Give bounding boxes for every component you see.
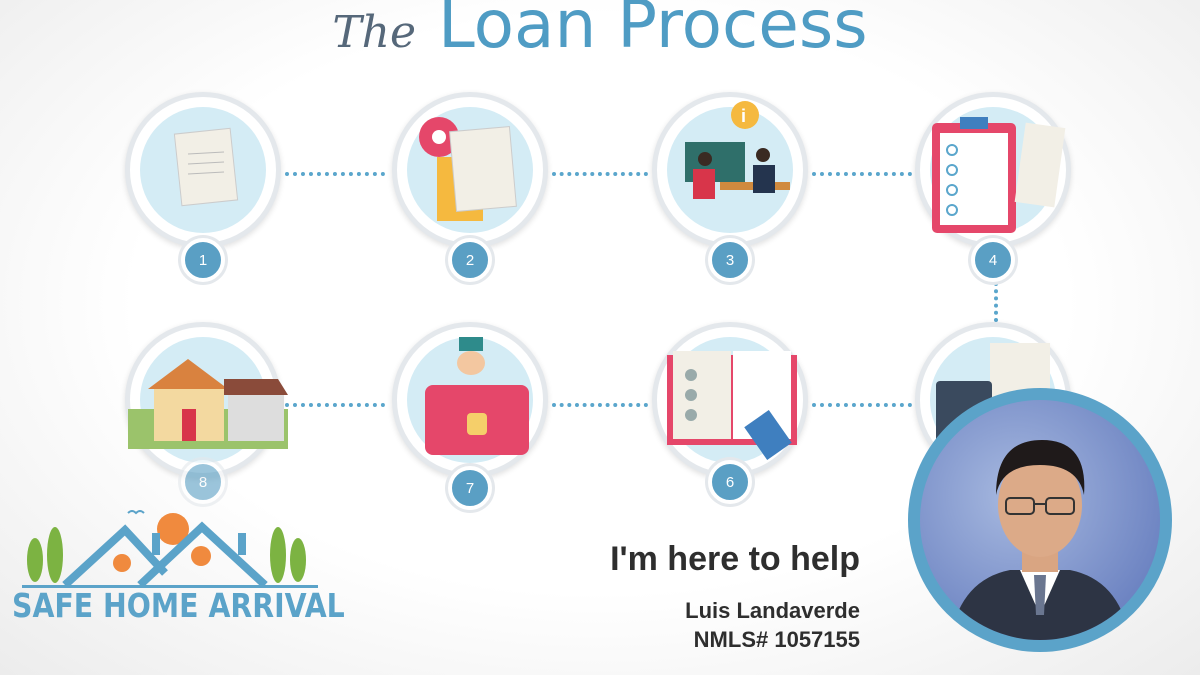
clipboard-checklist-icon [932, 117, 1066, 233]
connector [285, 172, 385, 176]
connector [812, 172, 912, 176]
meeting-info-icon: i [685, 101, 790, 199]
step-8 [125, 322, 288, 478]
connector [285, 403, 385, 407]
step-1 [125, 92, 281, 248]
open-book-icon [667, 351, 797, 460]
loan-officer-photo [908, 388, 1172, 652]
step-number-badge: 7 [448, 466, 492, 510]
documents-gear-icon [419, 117, 517, 221]
step-number-badge: 2 [448, 238, 492, 282]
svg-text:i: i [741, 106, 746, 126]
logo-text: SAFE HOME ARRIVAL [12, 586, 345, 625]
connector [994, 282, 998, 322]
step-4 [915, 92, 1071, 248]
title-main: Loan Process [438, 0, 868, 63]
loan-officer-name: Luis Landaverde [685, 598, 860, 623]
connector [552, 403, 648, 407]
title-prefix: The [332, 7, 417, 58]
briefcase-icon [425, 337, 529, 455]
step-number-badge: 3 [708, 238, 752, 282]
step-number-badge: 6 [708, 460, 752, 504]
nmls-number: NMLS# 1057155 [693, 627, 860, 652]
house-icon [128, 359, 288, 449]
documents-checklist-icon [173, 127, 239, 207]
step-number-badge: 4 [971, 238, 1015, 282]
step-7 [392, 322, 548, 478]
connector [552, 172, 648, 176]
step-3: i [652, 92, 808, 248]
safe-home-arrival-logo [22, 510, 318, 588]
step-6 [652, 322, 808, 478]
step-number-badge: 8 [181, 460, 225, 504]
step-2 [392, 92, 548, 248]
step-number-badge: 1 [181, 238, 225, 282]
tagline: I'm here to help [610, 540, 860, 578]
page-title: The Loan Process [0, 0, 1200, 63]
connector [812, 403, 912, 407]
